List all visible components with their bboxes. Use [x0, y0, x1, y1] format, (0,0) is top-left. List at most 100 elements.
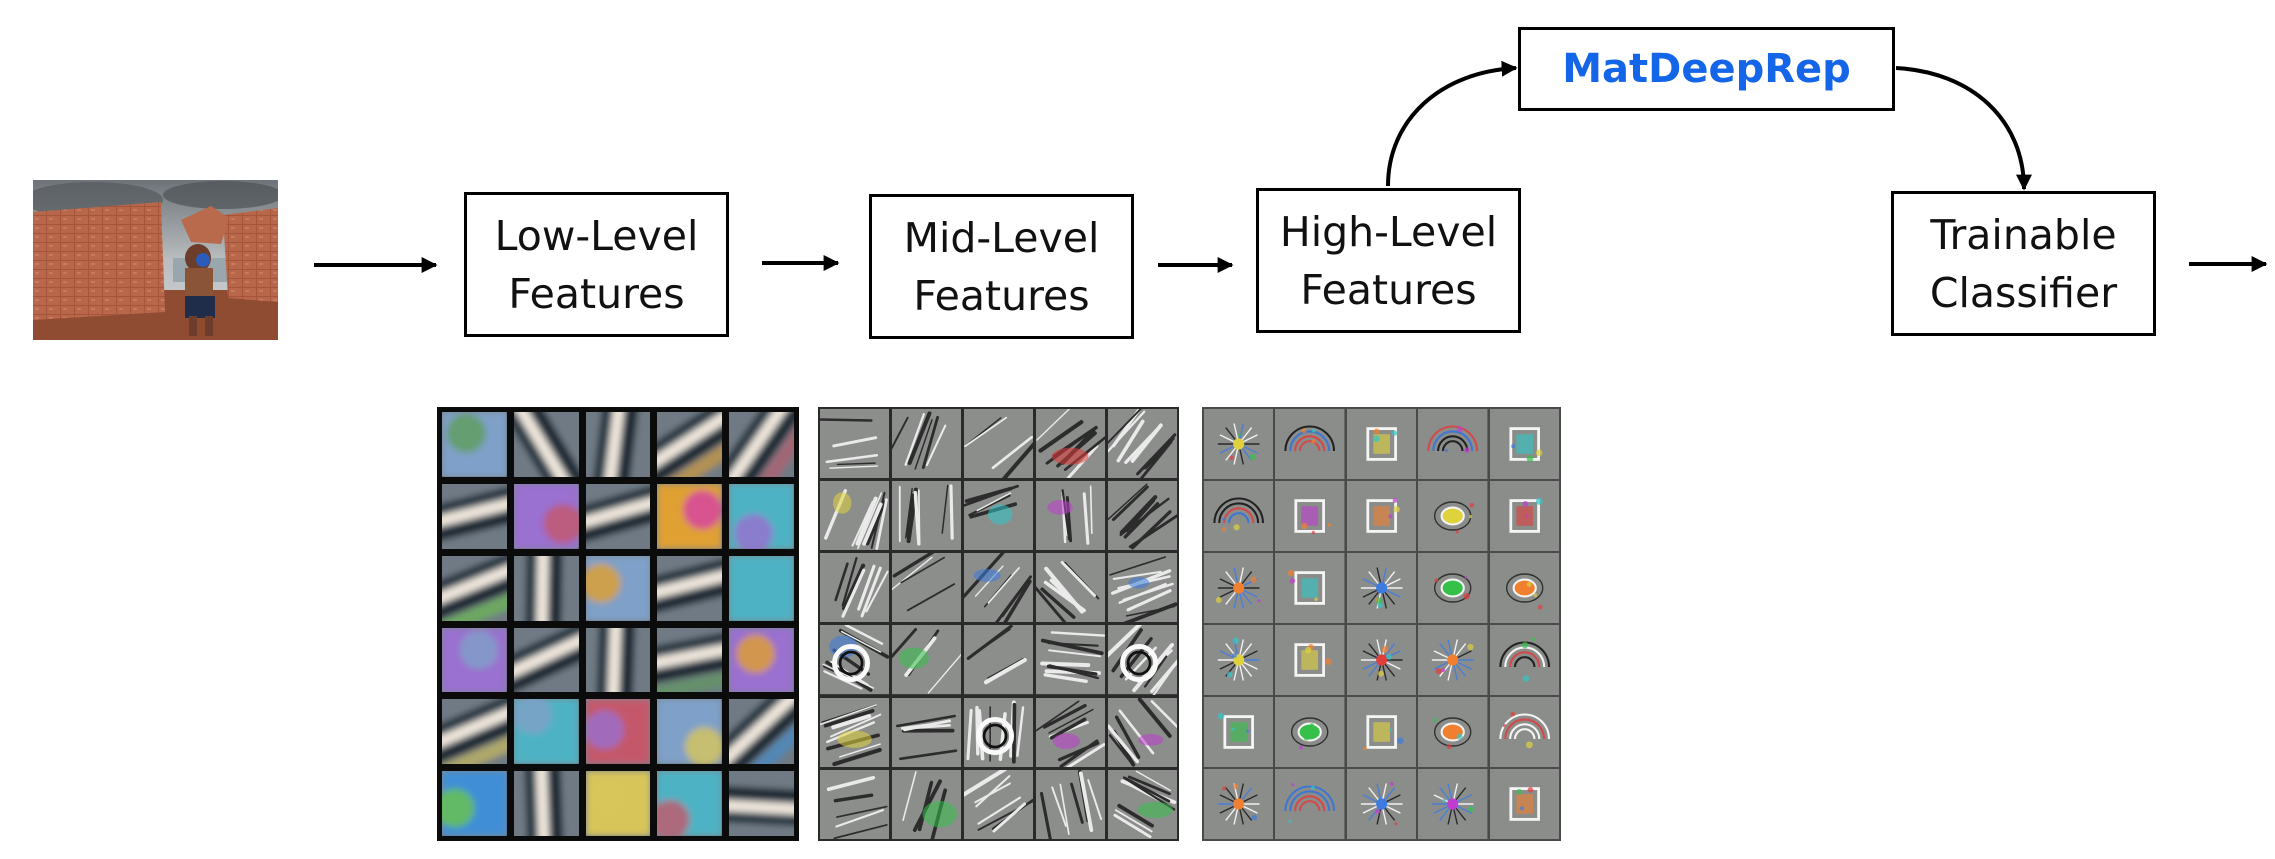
low-level-filter-patch-graphic: [657, 771, 723, 836]
high-level-filter-patch: [1275, 625, 1345, 695]
low-level-filter-patch: [442, 699, 507, 765]
high-level-filter-patch: [1346, 625, 1417, 695]
mid-level-filter-patch-graphic: [892, 697, 961, 767]
low-level-filter-patch: [657, 699, 723, 765]
mid-level-filter-patch-graphic: [1036, 553, 1105, 623]
high-level-filter-patch: [1204, 481, 1274, 551]
high-level-filter-patch: [1204, 697, 1274, 767]
high-level-filter-patch-graphic: [1418, 553, 1488, 623]
low-level-filter-patch: [585, 699, 651, 765]
high-level-filter-patch: [1489, 409, 1559, 479]
low-level-filter-patch: [442, 412, 507, 477]
mid-level-filter-patch: [820, 481, 889, 551]
low-level-filter-patch: [657, 412, 723, 477]
high-level-filter-patch-graphic: [1489, 481, 1559, 551]
low-level-filter-patch: [442, 483, 507, 549]
high-level-filter-patch-graphic: [1418, 769, 1488, 839]
low-level-filter-patch: [513, 699, 579, 765]
mid-level-filter-patch-graphic: [892, 625, 961, 695]
mid-level-filter-patch-graphic: [892, 409, 961, 479]
high-level-filter-patch: [1418, 697, 1488, 767]
mid-level-filter-patch-graphic: [1108, 625, 1177, 695]
low-level-filter-patch: [513, 555, 579, 621]
high-level-filter-patch: [1204, 409, 1274, 479]
mid-level-filter-patch-graphic: [1036, 697, 1105, 767]
low-level-filter-patch: [657, 771, 723, 836]
mid-level-filter-patch: [964, 481, 1033, 551]
low-level-filter-patch: [657, 555, 723, 621]
low-level-filter-patch-graphic: [585, 412, 651, 477]
high-level-filter-patch-graphic: [1204, 409, 1274, 479]
mid-level-filter-patch: [892, 553, 961, 623]
low-level-filter-patch-graphic: [585, 627, 651, 693]
low-level-features-label-2: Features: [508, 269, 685, 318]
high-level-filter-patch: [1204, 625, 1274, 695]
high-level-filter-patch-graphic: [1489, 409, 1559, 479]
mid-level-filter-patch: [820, 769, 889, 839]
mid-level-filter-patch: [1108, 697, 1177, 767]
mid-level-filter-grid: [818, 407, 1179, 841]
low-level-filter-patch-graphic: [657, 483, 723, 549]
high-level-features-box: High-Level Features: [1256, 188, 1521, 333]
mid-level-filter-patch-graphic: [892, 481, 961, 551]
high-level-filter-patch-graphic: [1346, 481, 1417, 551]
low-level-filter-patch: [442, 771, 507, 836]
high-level-filter-patch-graphic: [1418, 481, 1488, 551]
trainable-classifier-label-2: Classifier: [1929, 268, 2118, 317]
low-level-filter-patch: [729, 555, 794, 621]
mid-level-filter-patch-graphic: [820, 553, 889, 623]
low-level-filter-patch-graphic: [585, 555, 651, 621]
low-level-filter-patch-graphic: [585, 771, 651, 836]
low-level-filter-patch: [585, 555, 651, 621]
high-level-filter-patch: [1418, 769, 1488, 839]
high-level-filter-patch: [1418, 625, 1488, 695]
matdeeprep-box: MatDeepRep: [1518, 27, 1895, 111]
low-level-filter-patch: [729, 699, 794, 765]
high-level-filter-patch: [1418, 409, 1488, 479]
mid-level-filter-patch-graphic: [1108, 409, 1177, 479]
mid-level-filter-patch-graphic: [820, 697, 889, 767]
high-level-filter-grid: [1202, 407, 1561, 841]
low-level-filter-patch-graphic: [442, 555, 507, 621]
mid-level-filter-patch-graphic: [892, 769, 961, 839]
low-level-filter-patch-graphic: [657, 412, 723, 477]
mid-level-filter-patch: [820, 625, 889, 695]
low-level-filter-patch: [729, 627, 794, 693]
low-level-filter-patch: [513, 483, 579, 549]
high-level-filter-patch: [1489, 769, 1559, 839]
trainable-classifier-box: Trainable Classifier: [1891, 191, 2156, 336]
mid-level-filter-patch: [1036, 697, 1105, 767]
mid-level-filter-patch-graphic: [964, 697, 1033, 767]
high-level-filter-patch-graphic: [1275, 625, 1345, 695]
mid-level-filter-patch-graphic: [820, 769, 889, 839]
mid-level-filter-patch-graphic: [964, 409, 1033, 479]
mid-level-filter-patch-graphic: [1108, 769, 1177, 839]
mid-level-filter-patch-graphic: [1036, 625, 1105, 695]
low-level-filter-patch-graphic: [442, 771, 507, 836]
high-level-filter-patch-graphic: [1204, 769, 1274, 839]
mid-level-filter-patch-graphic: [964, 625, 1033, 695]
mid-level-filter-patch-graphic: [820, 481, 889, 551]
low-level-filter-patch: [513, 771, 579, 836]
low-level-filter-patch: [729, 771, 794, 836]
high-level-filter-patch: [1418, 481, 1488, 551]
high-level-filter-patch: [1204, 553, 1274, 623]
low-level-filter-patch: [442, 555, 507, 621]
low-level-filter-patch: [729, 483, 794, 549]
high-level-filter-patch: [1489, 481, 1559, 551]
low-level-filter-patch: [442, 627, 507, 693]
low-level-features-box: Low-Level Features: [464, 192, 729, 337]
mid-level-filter-patch: [1108, 769, 1177, 839]
high-level-filter-patch-graphic: [1346, 769, 1417, 839]
mid-level-filter-patch: [964, 553, 1033, 623]
high-level-filter-patch-graphic: [1346, 553, 1417, 623]
mid-level-filter-patch: [892, 481, 961, 551]
low-level-filter-patch-graphic: [657, 699, 723, 765]
input-image: [33, 180, 278, 340]
mid-level-filter-patch: [1108, 553, 1177, 623]
high-level-filter-patch: [1204, 769, 1274, 839]
low-level-filter-patch-graphic: [513, 771, 579, 836]
mid-level-filter-patch-graphic: [1036, 769, 1105, 839]
mid-level-filter-patch: [1036, 481, 1105, 551]
mid-level-filter-patch: [1108, 409, 1177, 479]
